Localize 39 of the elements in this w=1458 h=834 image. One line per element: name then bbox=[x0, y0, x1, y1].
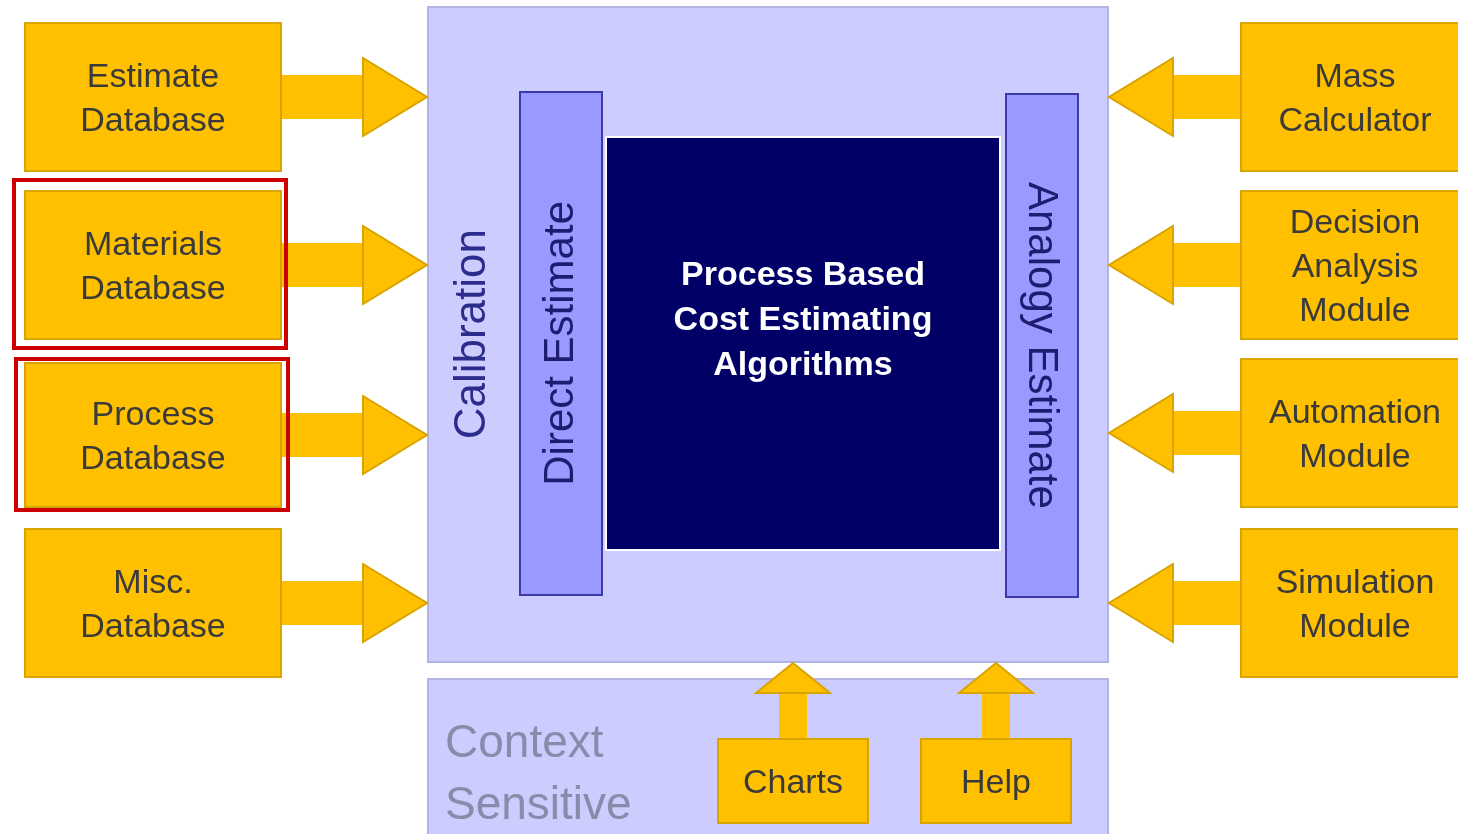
panel-label: Calibration bbox=[445, 229, 495, 440]
block-arrow bbox=[1108, 393, 1240, 473]
input-box bbox=[1240, 190, 1458, 340]
block-arrow bbox=[958, 662, 1034, 738]
box-label: Decision Analysis Module bbox=[1288, 201, 1422, 330]
input-box bbox=[1240, 528, 1458, 678]
context-panel bbox=[427, 678, 1109, 834]
calibration-panel bbox=[427, 6, 1109, 663]
box-label: Estimate Database bbox=[79, 55, 227, 140]
block-arrow bbox=[755, 662, 831, 738]
block-arrow bbox=[1108, 563, 1240, 643]
box-label: Charts bbox=[741, 761, 845, 802]
highlight-frame bbox=[12, 178, 288, 350]
box-label: Simulation Module bbox=[1274, 561, 1436, 646]
box-label: Mass Calculator bbox=[1277, 55, 1433, 140]
box-label: Automation Module bbox=[1268, 391, 1442, 476]
box-label: Process Database bbox=[79, 393, 227, 478]
algorithm-box bbox=[605, 136, 1001, 551]
box-label: Misc. Database bbox=[79, 561, 227, 646]
input-box bbox=[920, 738, 1072, 824]
panel-label: Context Sensitive bbox=[445, 714, 633, 831]
block-arrow bbox=[282, 57, 428, 137]
input-box bbox=[24, 190, 282, 340]
box-label: Help bbox=[960, 761, 1032, 802]
input-box bbox=[24, 22, 282, 172]
input-box bbox=[717, 738, 869, 824]
input-box bbox=[1240, 22, 1458, 172]
box-label: Materials Database bbox=[79, 223, 227, 308]
estimate-panel bbox=[519, 91, 603, 596]
block-arrow bbox=[1108, 225, 1240, 305]
input-box bbox=[24, 528, 282, 678]
block-arrow bbox=[282, 563, 428, 643]
panel-label: Analogy Estimate bbox=[1019, 182, 1067, 509]
panel-label: Process Based Cost Estimating Algorithms bbox=[672, 253, 934, 384]
estimate-panel bbox=[1005, 93, 1079, 598]
block-arrow bbox=[1108, 57, 1240, 137]
block-arrow bbox=[282, 395, 428, 475]
input-box bbox=[1240, 358, 1458, 508]
panel-label: Direct Estimate bbox=[535, 201, 583, 486]
